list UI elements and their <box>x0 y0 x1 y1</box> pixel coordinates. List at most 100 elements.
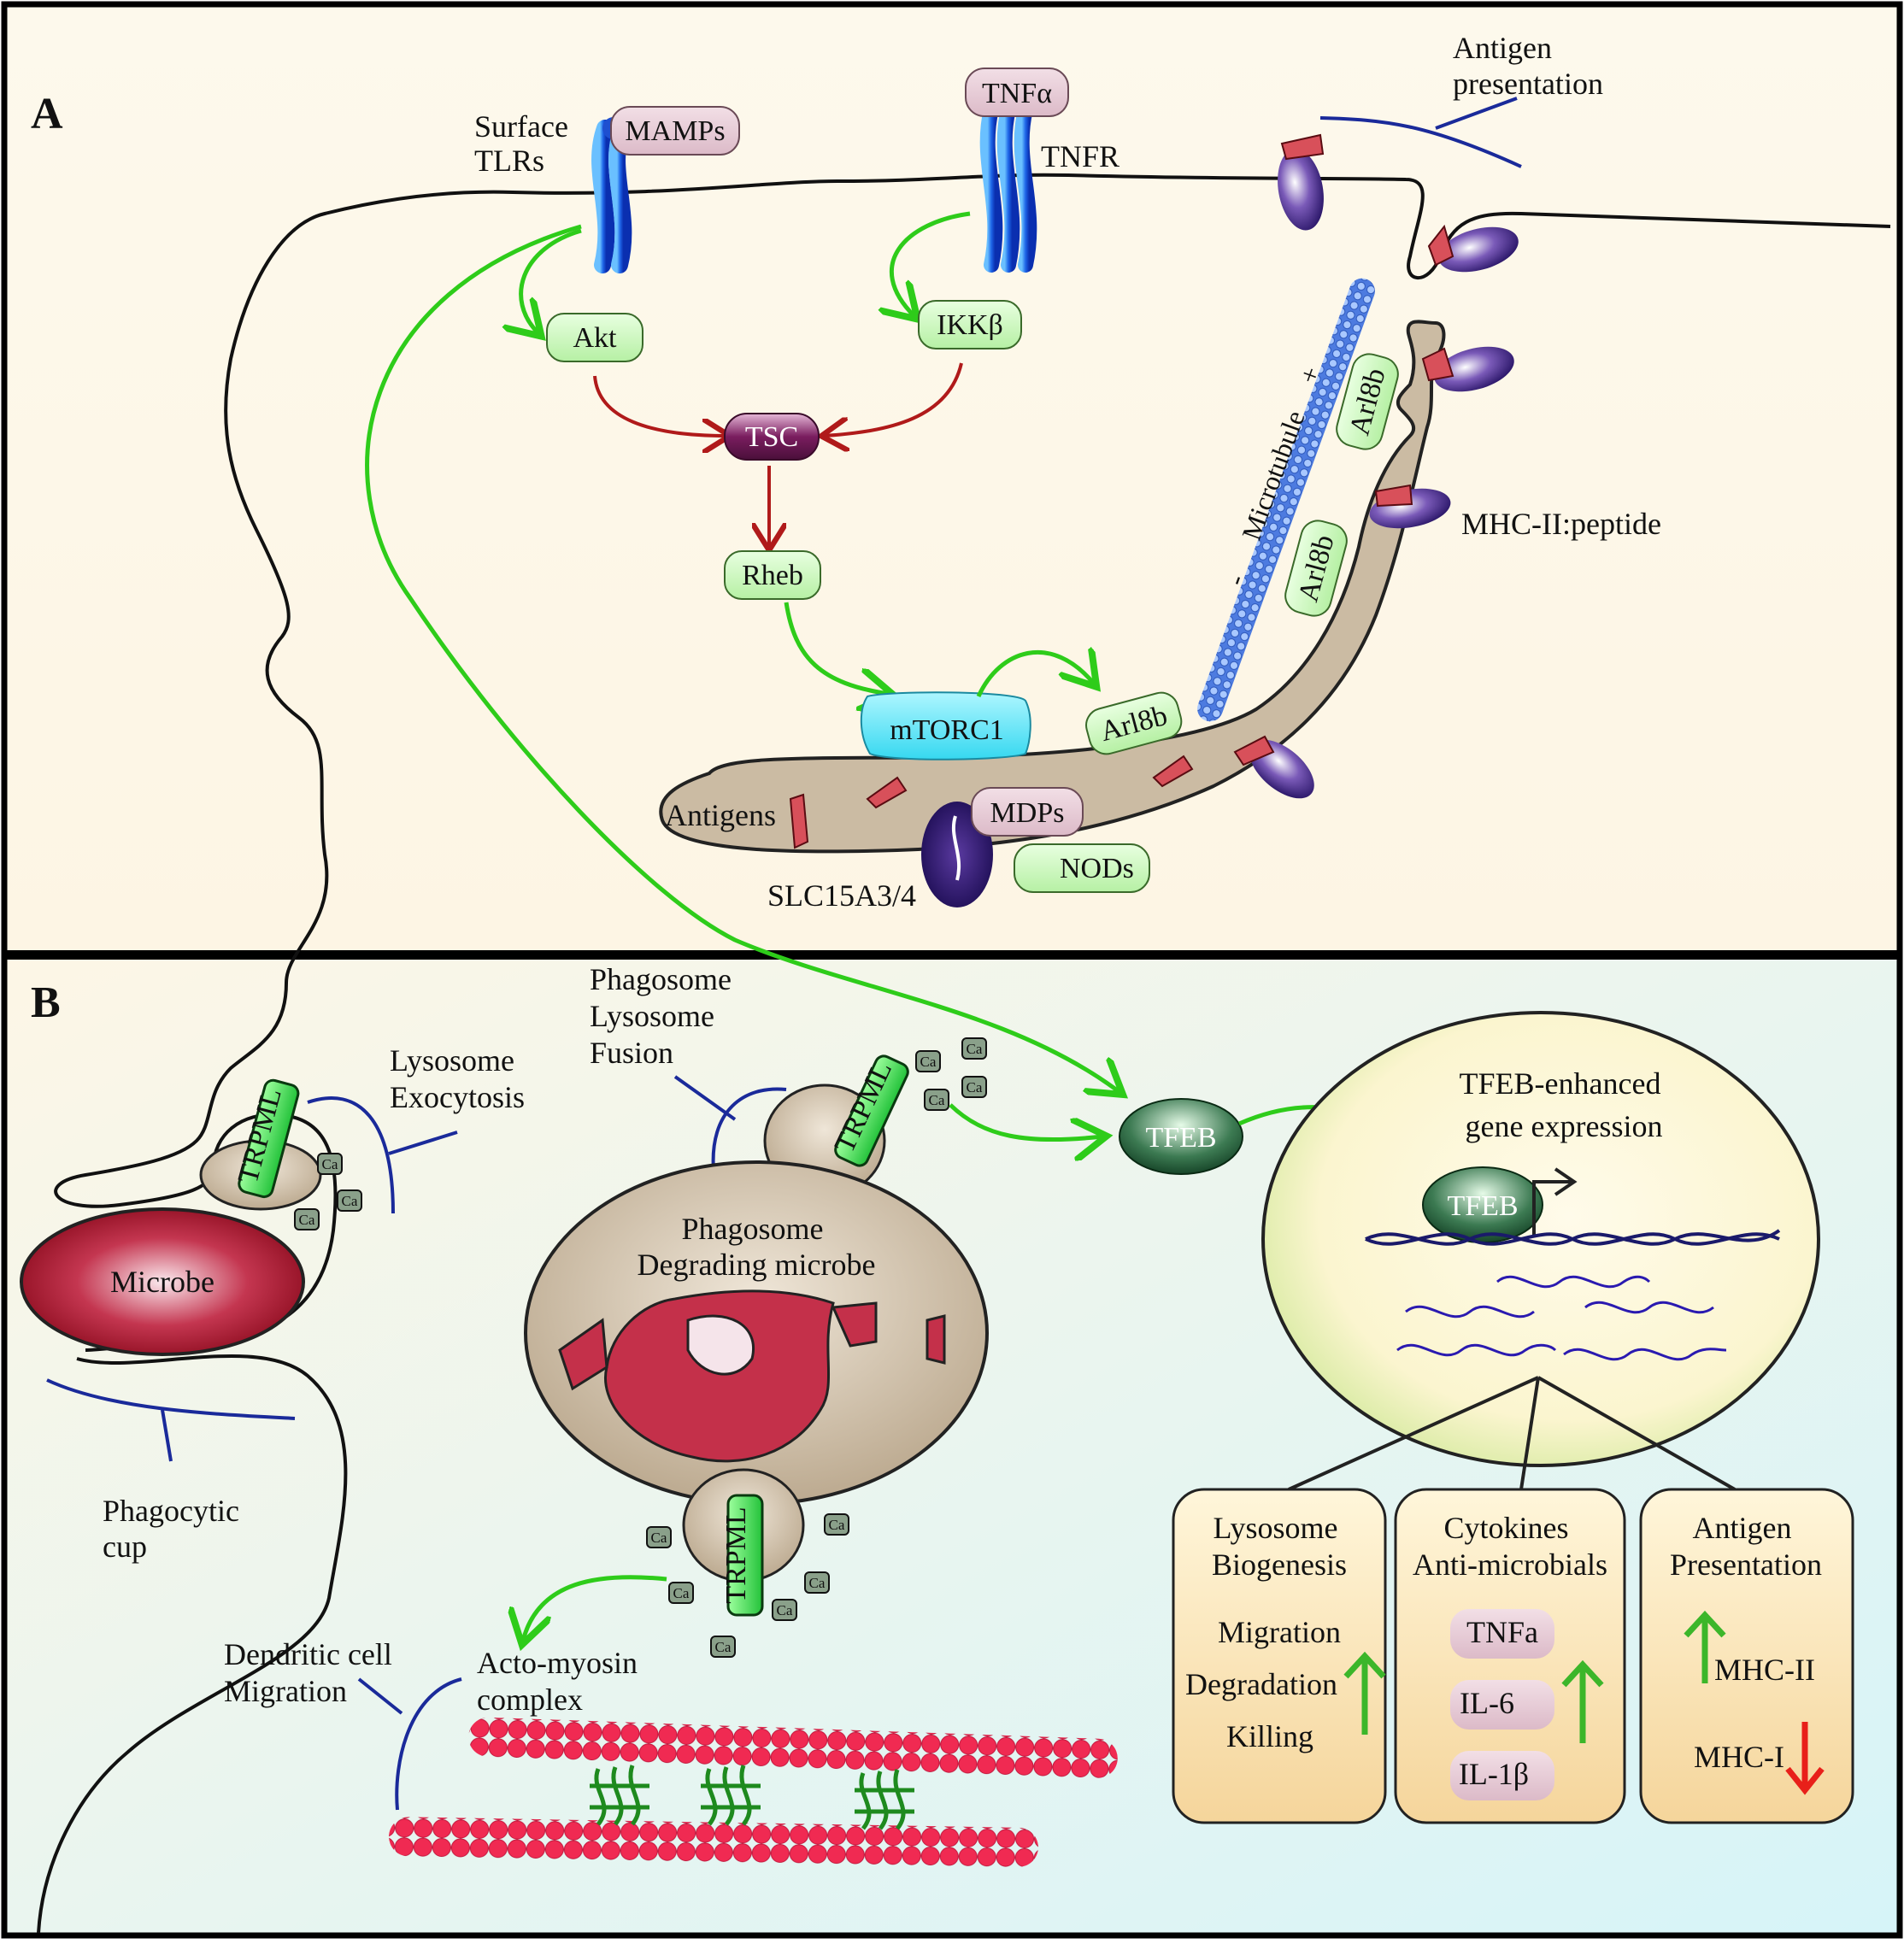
microbe-label: Microbe <box>110 1265 214 1299</box>
tnfr-receptor <box>979 102 1037 273</box>
mrna-transcripts <box>1396 1275 1727 1361</box>
tnf-alpha-pill <box>965 68 1069 117</box>
phago-lyso-fusion-label: Phagosome Lysosome Fusion <box>590 962 739 1070</box>
antigen-fragment-1 <box>789 793 809 849</box>
exocytosis-bracket <box>307 1096 458 1214</box>
svg-text:Ca: Ca <box>829 1517 845 1533</box>
lysosome-exocytosis-label: Lysosome Exocytosis <box>390 1043 525 1114</box>
mhc-on-lysosome-3 <box>1421 346 1514 392</box>
tfeb-cytoplasm <box>1119 1098 1243 1175</box>
microbe-fragment-3 <box>926 1314 946 1365</box>
myosin-motor-2 <box>701 1765 761 1826</box>
nods-pill <box>1014 843 1150 893</box>
dc-migration-label: Dendritic cell Migration <box>224 1637 400 1708</box>
trpml-channel-3: TRPML <box>720 1494 764 1617</box>
akt-label: Akt <box>573 322 618 354</box>
tnfa-pill <box>1450 1609 1554 1659</box>
ca-to-tfeb-arrow <box>949 1103 1102 1140</box>
box-1-item-killing: Killing <box>1226 1719 1313 1753</box>
mamps-pill <box>610 106 740 156</box>
box-antigen-presentation <box>1639 1488 1854 1824</box>
up-arrow-icon <box>1561 1659 1604 1743</box>
dna-double-helix <box>1365 1229 1781 1246</box>
ca-to-actomyosin-arrow <box>523 1575 667 1641</box>
surface-tlrs-label: Surface TLRs <box>474 109 576 178</box>
myosin-motor-1 <box>590 1765 649 1826</box>
cell-membrane-lower <box>37 1354 348 1934</box>
box-2-item-il1b: IL-1β <box>1459 1757 1529 1791</box>
il6-pill <box>1450 1680 1554 1730</box>
up-arrow-icon <box>1343 1651 1386 1735</box>
ikkb-label: IKKβ <box>937 309 1003 341</box>
akt-pill <box>546 313 643 362</box>
box-1-item-degradation: Degradation <box>1185 1667 1337 1701</box>
svg-text:Ca: Ca <box>322 1156 338 1172</box>
up-arrow-icon <box>1684 1610 1726 1683</box>
svg-text:Ca: Ca <box>967 1079 983 1095</box>
svg-text:Ca: Ca <box>920 1054 937 1070</box>
svg-text:Ca: Ca <box>342 1193 358 1209</box>
mhc-on-membrane-1 <box>1278 133 1325 231</box>
cell-membrane <box>54 173 1891 1352</box>
microbe-degraded-region <box>686 1314 755 1376</box>
actin-filament-lower <box>389 1817 1038 1867</box>
tnfr-label: TNFR <box>1041 139 1119 173</box>
mhc-on-lysosome-2 <box>1369 484 1451 529</box>
mdps-pill <box>971 787 1084 837</box>
nods-label: NODs <box>1060 853 1134 884</box>
tlr-to-akt-arrow <box>521 228 582 333</box>
svg-text:Ca: Ca <box>967 1041 983 1057</box>
panel-divider <box>4 950 1900 960</box>
actin-filament-upper <box>468 1717 1118 1778</box>
box-2-title: Cytokines Anti-microbials <box>1413 1511 1607 1582</box>
migration-bracket <box>357 1677 462 1811</box>
mhc-on-membrane-2 <box>1427 224 1519 273</box>
microbe-fragment-2 <box>831 1301 878 1348</box>
tnf-alpha-label: TNFα <box>982 78 1052 109</box>
actomyosin-label: Acto-myosin complex <box>477 1646 645 1717</box>
ikkb-pill <box>918 300 1022 349</box>
box-3-title: Antigen Presentation <box>1670 1511 1822 1582</box>
mamps-label: MAMPs <box>625 115 725 147</box>
box-3-item-mhc2: MHC-II <box>1714 1653 1815 1687</box>
tsc-pill <box>724 413 820 461</box>
tnfr-to-ikkb-arrow <box>891 211 971 316</box>
svg-text:Ca: Ca <box>673 1585 690 1601</box>
phagocytic-cup-bracket <box>46 1378 296 1462</box>
mtorc1-complex <box>860 691 1031 761</box>
phagocytic-cup-label: Phagocytic cup <box>103 1494 247 1564</box>
phagosome-label: Phagosome Degrading microbe <box>638 1212 876 1282</box>
ca-ions-2: Ca Ca Ca Ca <box>915 1037 987 1111</box>
ca-ions-3: Ca Ca Ca Ca Ca Ca <box>646 1513 849 1658</box>
box-1-title: Lysosome Biogenesis <box>1212 1511 1347 1582</box>
box-2-item-tnfa: TNFa <box>1466 1615 1538 1649</box>
box-2-item-il6: IL-6 <box>1460 1686 1514 1720</box>
tfeb-enhanced-label: TFEB-enhanced gene expression <box>1460 1066 1669 1143</box>
myosin-motor-3 <box>855 1769 914 1830</box>
transcription-start-arrow <box>1532 1167 1578 1237</box>
svg-text:Ca: Ca <box>777 1602 793 1618</box>
box-1-item-migration: Migration <box>1218 1615 1341 1649</box>
fusion-bracket <box>673 1075 787 1172</box>
tlr-to-tfeb-arrow <box>365 224 1119 1092</box>
svg-text:Ca: Ca <box>715 1639 732 1655</box>
slc15a3-4-label: SLC15A3/4 <box>767 878 916 913</box>
ikkb-to-tsc-arrow <box>825 362 963 436</box>
arl8b-pill-2: Arl8b <box>1336 353 1399 450</box>
antigen-fragment-3 <box>1152 755 1194 788</box>
antigen-fragment-2 <box>866 776 908 809</box>
svg-text:TRPML: TRPML <box>720 1506 752 1603</box>
mtorc1-to-arl8b-arrow <box>976 652 1094 698</box>
ca-ions-1: Ca Ca Ca <box>294 1153 362 1230</box>
rheb-pill <box>724 550 821 600</box>
box-lysosome-biogenesis <box>1172 1488 1387 1824</box>
mtorc1-label: mTORC1 <box>890 714 1004 746</box>
rheb-to-mtorc1-arrow <box>784 602 889 694</box>
microtubule <box>1197 278 1375 722</box>
tfeb-nucleus-label: TFEB <box>1447 1190 1518 1222</box>
antigen-presentation-bracket <box>1319 97 1522 168</box>
microbe <box>20 1207 305 1356</box>
